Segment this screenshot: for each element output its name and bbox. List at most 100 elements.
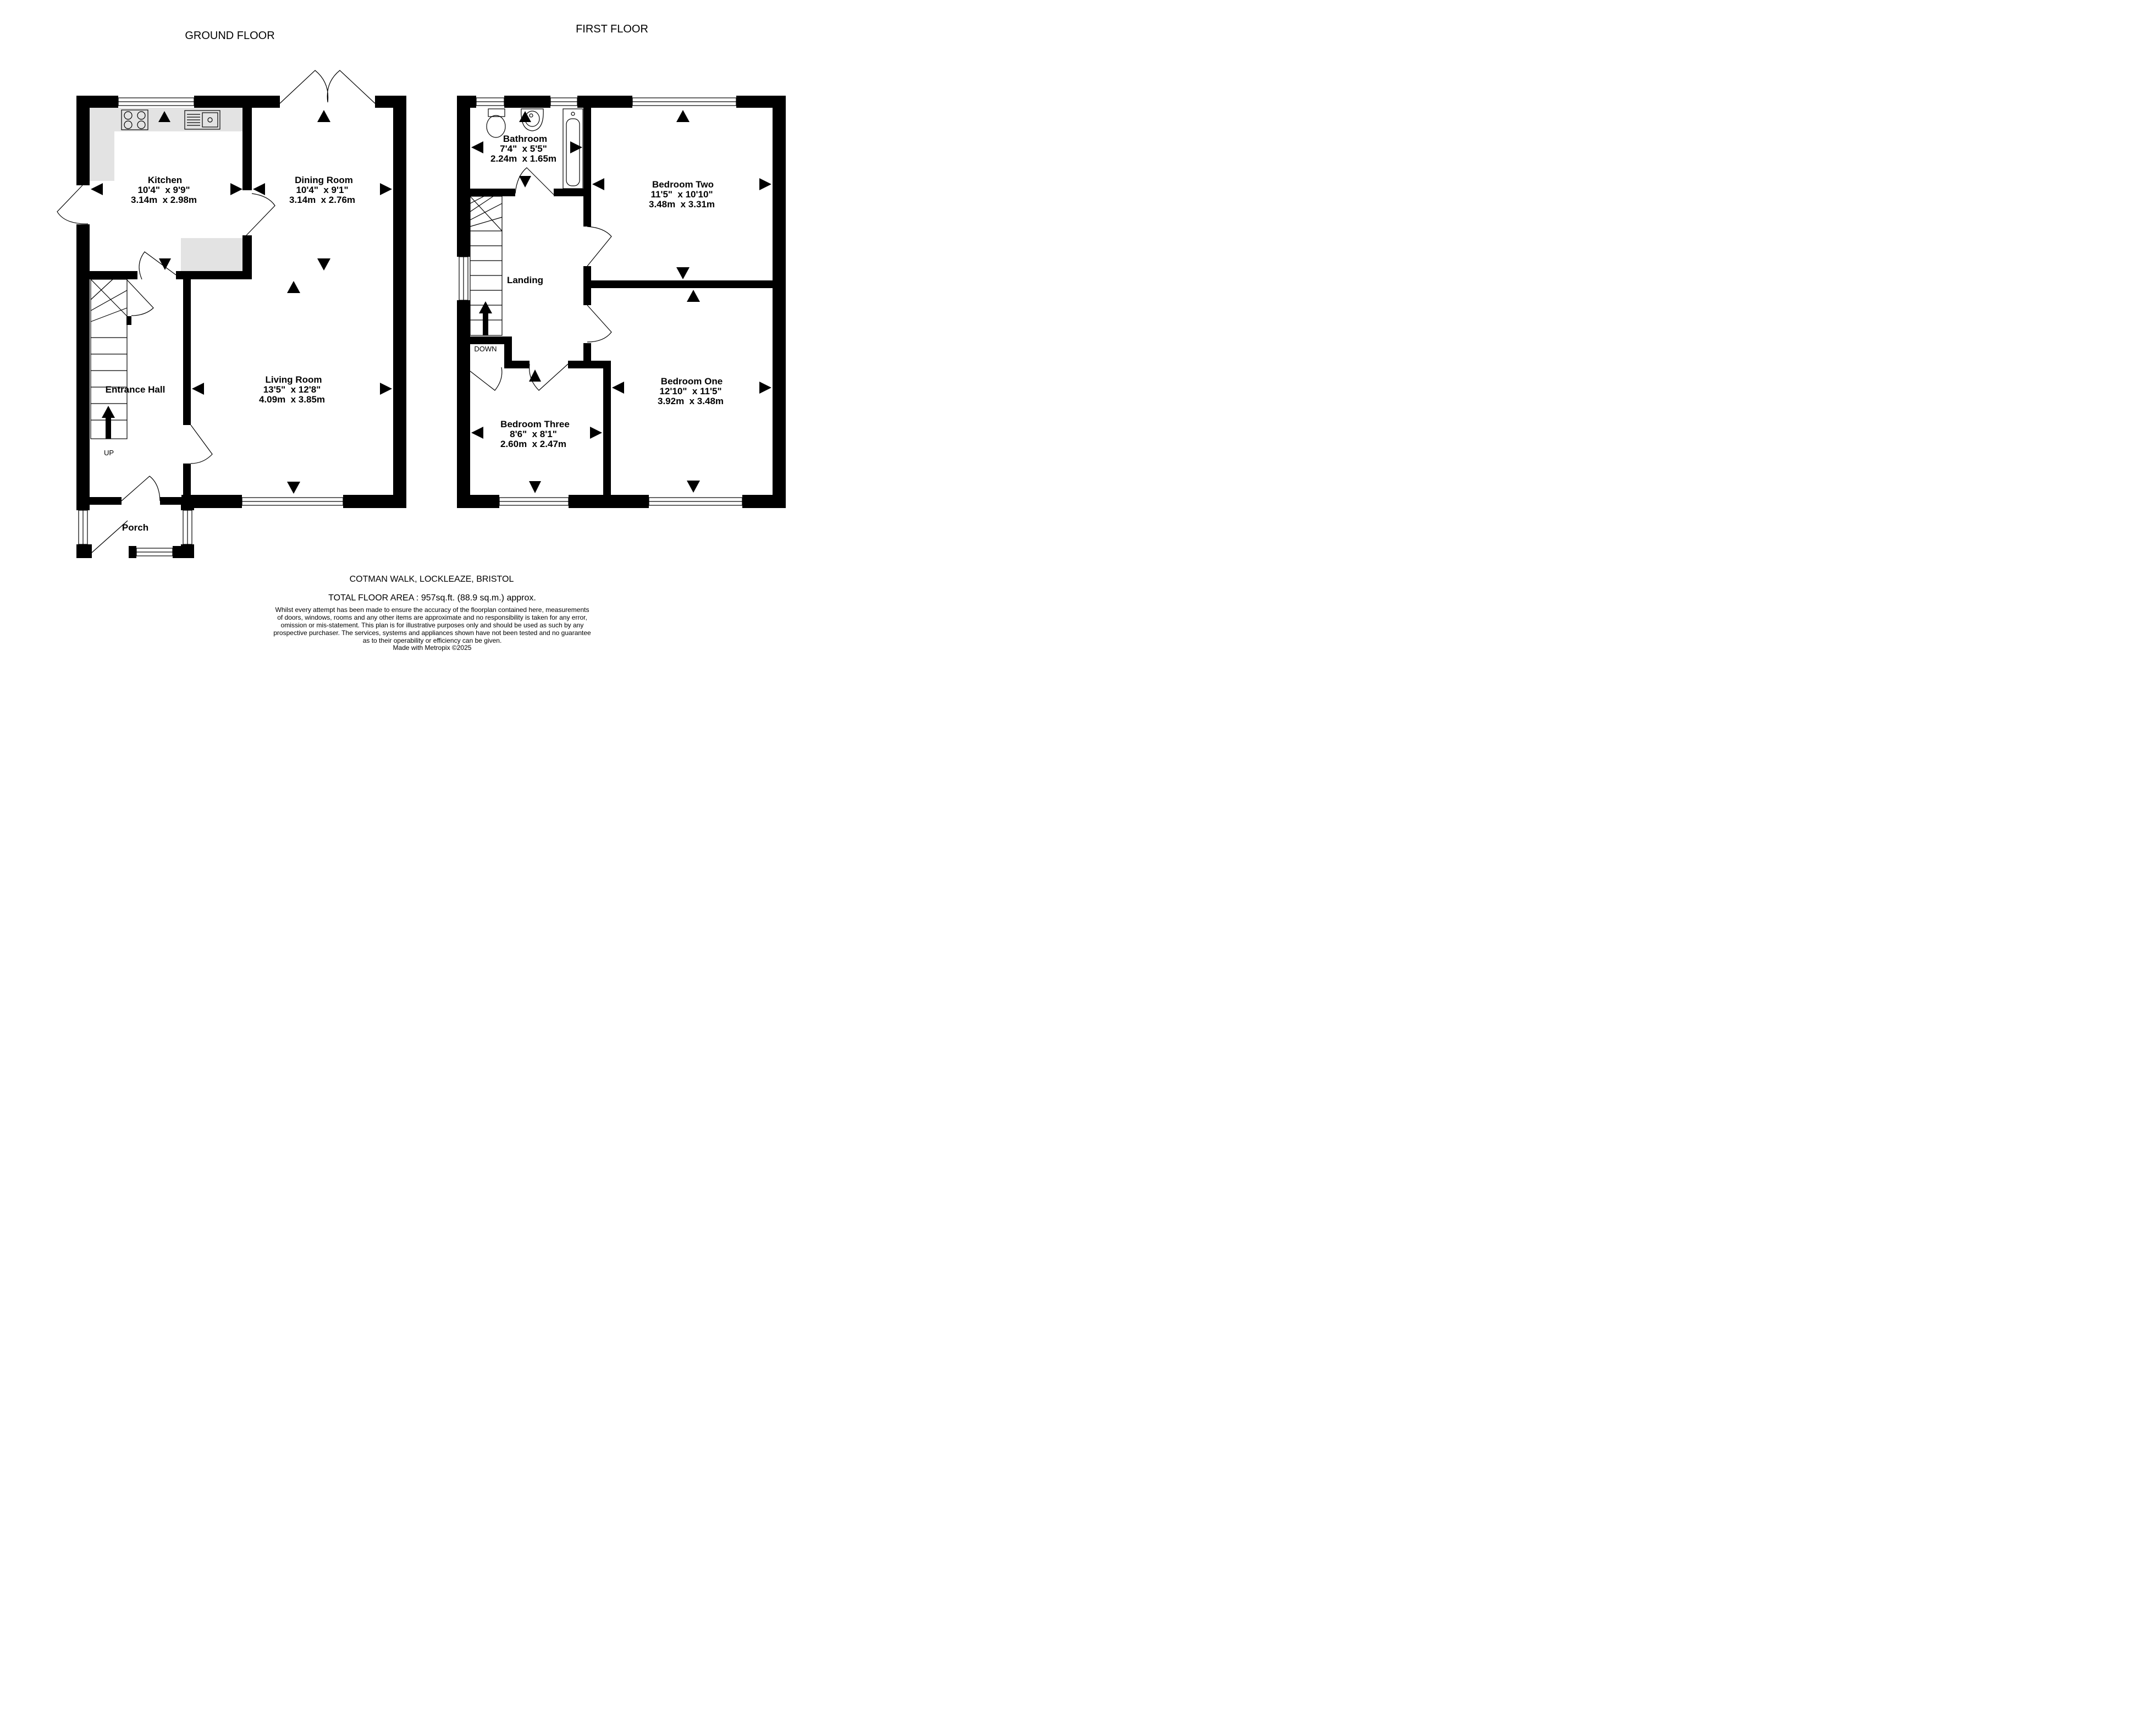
ground-floor-plan: Kitchen 10'4" x 9'9" 3.14m x 2.98m Dinin… [57, 70, 406, 558]
bedroom-three-arrow-right [590, 427, 602, 439]
hall-living-door[interactable] [190, 424, 213, 464]
porch-corner-right [181, 505, 194, 510]
bedroom-three-arrow-down [529, 481, 541, 493]
ff-right-wall [773, 96, 786, 508]
disclaimer-line-1: Whilst every attempt has been made to en… [275, 606, 589, 614]
dining-arrow-right [380, 183, 392, 195]
bedroom-three-name: Bedroom Three [500, 419, 570, 429]
bathroom-right-wall [583, 96, 591, 227]
kitchen-arrow-left [91, 183, 103, 195]
ff-bottom-wall-c [742, 495, 786, 508]
kitchen-top-wall-right [194, 96, 280, 108]
property-address: COTMAN WALK, LOCKLEAZE, BRISTOL [350, 575, 514, 584]
cupboard-door[interactable] [470, 367, 503, 391]
kitchen-arrow-up [158, 111, 170, 122]
dining-room-name: Dining Room [295, 175, 353, 185]
kitchen-bottom-wall [176, 271, 252, 279]
total-floor-area: TOTAL FLOOR AREA : 957sq.ft. (88.9 sq.m.… [328, 593, 536, 603]
right-wall [393, 96, 406, 508]
floorplan-canvas: GROUND FLOOR [57, 23, 786, 652]
bathroom-arrow-up [519, 111, 531, 122]
hall-right-wall [183, 279, 191, 425]
bedroom-two-arrow-down [676, 267, 690, 279]
front-door[interactable] [121, 476, 161, 501]
bathroom-imperial: 7'4" x 5'5" [500, 144, 547, 154]
bedroom-three-arrow-left [471, 427, 483, 439]
kitchen-metric: 3.14m x 2.98m [131, 195, 197, 205]
bathroom-bottom-wall-left [469, 189, 515, 196]
bedroom-two-door[interactable] [587, 226, 612, 267]
bedroom-one-door[interactable] [587, 305, 612, 343]
disclaimer-line-2: of doors, windows, rooms and any other i… [277, 614, 587, 621]
living-room-imperial: 13'5" x 12'8" [263, 384, 321, 395]
bathroom-arrow-left [471, 141, 483, 153]
bathroom-arrow-right [570, 141, 582, 153]
dining-arrow-down [317, 258, 330, 271]
ff-left-wall-upper [457, 96, 470, 257]
porch-name: Porch [122, 522, 148, 533]
bedroom-one-arrow-left [612, 382, 624, 394]
disclaimer-line-4: prospective purchaser. The services, sys… [273, 629, 591, 637]
bathroom-metric: 2.24m x 1.65m [490, 153, 556, 164]
stairs-down-arrow-icon [479, 301, 492, 335]
dining-french-doors[interactable] [279, 70, 376, 104]
kitchen-counter-bottom [181, 238, 242, 271]
bedroom-divider-wall [583, 280, 786, 288]
living-bottom-wall-right [343, 495, 406, 508]
bedroom-three-metric: 2.60m x 2.47m [500, 439, 566, 449]
porch-post-right [181, 544, 194, 558]
kitchen-dining-door[interactable] [246, 193, 275, 236]
landing-name: Landing [507, 275, 543, 285]
dining-room-imperial: 10'4" x 9'1" [296, 185, 348, 195]
hall-kitchen-door[interactable] [139, 251, 177, 280]
porch-front-right [173, 546, 181, 558]
footer: COTMAN WALK, LOCKLEAZE, BRISTOL TOTAL FL… [273, 575, 591, 652]
bedroom-one-arrow-down [687, 481, 700, 493]
kitchen-right-wall [242, 108, 252, 190]
bedroom-one-top-wall [568, 361, 611, 368]
bath-icon [563, 108, 583, 189]
bathroom-door[interactable] [515, 167, 554, 195]
dining-arrow-up [317, 110, 330, 122]
dining-room-metric: 3.14m x 2.76m [289, 195, 355, 205]
kitchen-arrow-right [230, 183, 242, 195]
stair-newel [126, 316, 131, 325]
bedroom-one-imperial: 12'10" x 11'5" [659, 386, 721, 396]
bathroom-arrow-down [519, 176, 531, 187]
bedroom-three-arrow-up [529, 369, 541, 382]
disclaimer-line-3: omission or mis-statement. This plan is … [281, 621, 584, 629]
bedroom-two-arrow-left [592, 178, 604, 190]
bedroom-three-imperial: 8'6" x 8'1" [510, 429, 557, 439]
toilet-icon [486, 108, 506, 138]
kitchen-counter-left [90, 108, 114, 181]
kitchen-arrow-down [159, 258, 171, 270]
bedroom-one-metric: 3.92m x 3.48m [658, 396, 724, 406]
hob-icon [121, 109, 148, 130]
kitchen-top-wall-left [76, 96, 118, 108]
first-floor-plan: Bathroom 7'4" x 5'5" 2.24m x 1.65m Bedro… [457, 96, 786, 508]
living-room-name: Living Room [266, 374, 322, 385]
ff-top-wall-b [504, 96, 550, 108]
disclaimer-line-5: as to their operability or efficiency ca… [363, 637, 502, 644]
understairs-door[interactable] [126, 279, 154, 316]
hall-top-wall [76, 271, 137, 279]
ground-floor-title: GROUND FLOOR [185, 30, 274, 42]
kitchen-side-door[interactable] [57, 185, 89, 224]
porch-corner-left [76, 505, 90, 510]
stairs-up-label: UP [104, 449, 114, 457]
entrance-hall-name: Entrance Hall [106, 384, 166, 395]
kitchen-right-wall-lower [242, 235, 252, 279]
landing-cupboard-wall [469, 337, 512, 344]
porch-front-left [129, 546, 136, 558]
bedroom-two-imperial: 11'5" x 10'10" [650, 189, 713, 200]
living-arrow-up [287, 281, 300, 293]
bedroom-two-metric: 3.48m x 3.31m [649, 199, 715, 209]
bedroom-three-top-wall [504, 361, 530, 368]
stairs-down-label: DOWN [474, 345, 497, 353]
bathroom-bottom-wall-right [554, 189, 591, 196]
ff-left-wall-lower [457, 300, 470, 508]
sink-icon [184, 110, 220, 130]
living-arrow-down [287, 482, 300, 494]
metropix-credit: Made with Metropix ©2025 [393, 644, 472, 652]
porch-door[interactable] [91, 520, 128, 553]
